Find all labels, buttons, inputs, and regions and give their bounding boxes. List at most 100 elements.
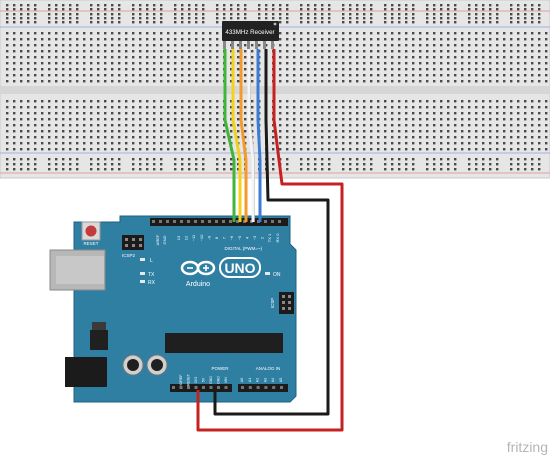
breadboard-hole xyxy=(370,106,373,109)
power-pin-hole xyxy=(172,386,175,389)
breadboard-hole xyxy=(510,68,513,71)
breadboard-hole xyxy=(517,56,520,59)
breadboard-hole xyxy=(13,168,16,171)
breadboard-hole xyxy=(6,112,9,115)
breadboard-hole xyxy=(118,158,121,161)
breadboard-hole xyxy=(34,124,37,127)
breadboard-hole xyxy=(153,106,156,109)
breadboard-hole xyxy=(244,44,247,47)
breadboard-hole xyxy=(307,158,310,161)
breadboard-hole xyxy=(41,56,44,59)
breadboard-hole xyxy=(132,8,135,11)
breadboard-hole xyxy=(300,13,303,16)
breadboard-hole xyxy=(545,130,548,133)
breadboard-hole xyxy=(125,112,128,115)
breadboard-hole xyxy=(356,158,359,161)
breadboard-hole xyxy=(20,80,23,83)
breadboard-hole xyxy=(104,124,107,127)
breadboard-hole xyxy=(356,80,359,83)
breadboard-hole xyxy=(321,38,324,41)
breadboard-hole xyxy=(195,13,198,16)
breadboard-hole xyxy=(48,163,51,166)
breadboard-hole xyxy=(321,44,324,47)
breadboard-hole xyxy=(412,68,415,71)
breadboard-hole xyxy=(34,118,37,121)
breadboard-hole xyxy=(20,118,23,121)
breadboard-hole xyxy=(433,17,436,20)
breadboard-hole xyxy=(76,38,79,41)
breadboard-hole xyxy=(461,106,464,109)
breadboard-hole xyxy=(104,17,107,20)
wire-white xyxy=(247,49,255,222)
breadboard-hole xyxy=(244,13,247,16)
breadboard-hole xyxy=(314,112,317,115)
breadboard-hole xyxy=(433,100,436,103)
breadboard-hole xyxy=(216,74,219,77)
breadboard-hole xyxy=(321,124,324,127)
breadboard-hole xyxy=(328,13,331,16)
breadboard-hole xyxy=(146,8,149,11)
breadboard-hole xyxy=(279,80,282,83)
breadboard-hole xyxy=(377,142,380,145)
breadboard-hole xyxy=(398,100,401,103)
breadboard-hole xyxy=(426,163,429,166)
breadboard-hole xyxy=(370,142,373,145)
breadboard-hole xyxy=(314,168,317,171)
breadboard-hole xyxy=(440,142,443,145)
breadboard-hole xyxy=(279,118,282,121)
breadboard-hole xyxy=(454,106,457,109)
breadboard-hole xyxy=(363,8,366,11)
breadboard-hole xyxy=(237,44,240,47)
breadboard-hole xyxy=(48,168,51,171)
breadboard-hole xyxy=(426,136,429,139)
breadboard-hole xyxy=(356,38,359,41)
arduino-brand-text: Arduino xyxy=(186,281,210,288)
breadboard-hole xyxy=(398,112,401,115)
icsp2-label: ICSP2 xyxy=(122,253,136,258)
breadboard-hole xyxy=(146,38,149,41)
breadboard-hole xyxy=(412,56,415,59)
breadboard-hole xyxy=(41,118,44,121)
breadboard-hole xyxy=(454,148,457,151)
breadboard-hole xyxy=(181,163,184,166)
breadboard-hole xyxy=(447,130,450,133)
breadboard-hole xyxy=(293,50,296,53)
breadboard-hole xyxy=(153,32,156,35)
breadboard-hole xyxy=(76,17,79,20)
breadboard-hole xyxy=(391,62,394,65)
breadboard-hole xyxy=(321,118,324,121)
breadboard-hole xyxy=(517,106,520,109)
breadboard-hole xyxy=(104,38,107,41)
breadboard-hole xyxy=(342,56,345,59)
receiver-label: 433MHz Receiver xyxy=(225,29,274,36)
breadboard-hole xyxy=(153,142,156,145)
breadboard-hole xyxy=(41,68,44,71)
breadboard-hole xyxy=(538,56,541,59)
breadboard-hole xyxy=(41,80,44,83)
breadboard-hole xyxy=(489,118,492,121)
breadboard-hole xyxy=(447,44,450,47)
breadboard-hole xyxy=(34,112,37,115)
breadboard-hole xyxy=(461,56,464,59)
breadboard-hole xyxy=(76,130,79,133)
breadboard-hole xyxy=(419,142,422,145)
breadboard-hole xyxy=(524,68,527,71)
breadboard-hole xyxy=(412,32,415,35)
digital-pin-hole xyxy=(152,220,155,223)
breadboard-hole xyxy=(90,158,93,161)
breadboard-hole xyxy=(132,112,135,115)
breadboard-hole xyxy=(195,112,198,115)
digital-pin-label: TX 1 xyxy=(267,233,272,242)
breadboard-hole xyxy=(265,4,268,7)
breadboard-hole xyxy=(503,124,506,127)
breadboard-hole xyxy=(328,50,331,53)
breadboard-hole xyxy=(41,100,44,103)
digital-pin-hole xyxy=(187,220,190,223)
breadboard-hole xyxy=(454,158,457,161)
breadboard-hole xyxy=(27,112,30,115)
reset-button[interactable] xyxy=(81,221,101,241)
breadboard-hole xyxy=(125,142,128,145)
breadboard-hole xyxy=(384,80,387,83)
breadboard-hole xyxy=(104,148,107,151)
